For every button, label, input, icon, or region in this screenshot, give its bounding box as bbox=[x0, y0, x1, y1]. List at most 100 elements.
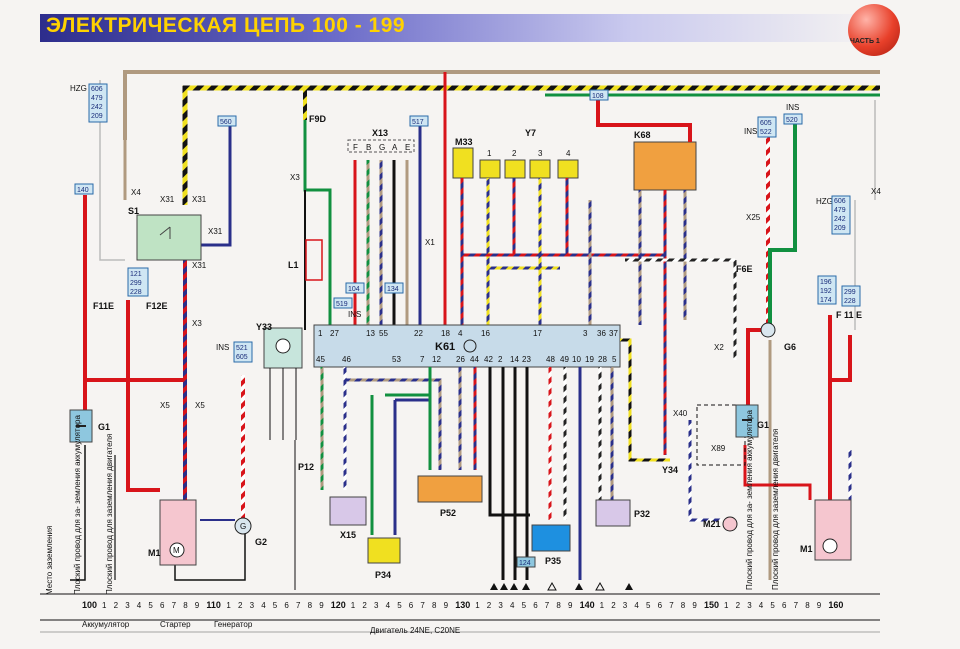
scale-minor: 4 bbox=[261, 601, 266, 610]
x89: X89 bbox=[711, 444, 726, 453]
ins-519-label: INS bbox=[348, 310, 361, 319]
section-generator: Генератор bbox=[214, 620, 253, 629]
tag-560: 560 bbox=[220, 119, 232, 126]
scale-minor: 1 bbox=[600, 601, 605, 610]
svg-text:M: M bbox=[173, 546, 180, 555]
scale-minor: 7 bbox=[545, 601, 550, 610]
s1-label: S1 bbox=[128, 206, 139, 216]
scale-minor: 6 bbox=[782, 601, 787, 610]
y34-label: Y34 bbox=[662, 465, 678, 475]
hzg-left-label: HZG bbox=[70, 84, 87, 93]
g6-label: G6 bbox=[784, 342, 796, 352]
tag-517: 517 bbox=[412, 119, 424, 126]
scale-minor: 4 bbox=[510, 601, 515, 610]
tag-242-right: 242 bbox=[834, 216, 846, 223]
x25: X25 bbox=[746, 213, 761, 222]
tag-299: 299 bbox=[130, 280, 142, 287]
k61-lower-wires bbox=[320, 258, 735, 580]
scale-major: 100 bbox=[82, 600, 97, 610]
scale-minor: 5 bbox=[646, 601, 651, 610]
x31-c: X31 bbox=[208, 227, 223, 236]
scale-minor: 4 bbox=[759, 601, 764, 610]
svg-text:G: G bbox=[240, 522, 246, 531]
y7-pin: 2 bbox=[512, 149, 517, 158]
ins-right-label: INS bbox=[744, 127, 757, 136]
k61-top-pin: 16 bbox=[481, 329, 490, 338]
scale-minor: 7 bbox=[172, 601, 177, 610]
top-bus-wires bbox=[123, 70, 880, 325]
k61-bottom-pin: 45 bbox=[316, 355, 325, 364]
section-starter: Стартер bbox=[160, 620, 191, 629]
tag-242: 242 bbox=[91, 104, 103, 111]
k61-bottom-pin: 12 bbox=[432, 355, 441, 364]
lower-components: X15 P12 P34 P52 P35 P32 Y34 124 bbox=[298, 462, 678, 580]
scale-minor: 6 bbox=[160, 601, 165, 610]
scale-minor: 4 bbox=[386, 601, 391, 610]
tag-140: 140 bbox=[77, 187, 89, 194]
x31-b: X31 bbox=[192, 195, 207, 204]
s1-switch: S1 bbox=[128, 206, 202, 261]
k61-top-pin: 37 bbox=[609, 329, 618, 338]
scale-minor: 3 bbox=[498, 601, 503, 610]
scale-minor: 3 bbox=[250, 601, 255, 610]
wire-tags: HZG 606 479 242 209 140 560 517 108 INS … bbox=[70, 83, 861, 363]
m1-right-label: M1 bbox=[800, 544, 813, 554]
k61-bottom-pin: 5 bbox=[612, 355, 617, 364]
scale-minor: 7 bbox=[296, 601, 301, 610]
x13-label: X13 bbox=[372, 128, 388, 138]
scale-minor: 7 bbox=[669, 601, 674, 610]
tag-479-right: 479 bbox=[834, 207, 846, 214]
y7-pin: 3 bbox=[538, 149, 543, 158]
k61-bottom-pin: 48 bbox=[546, 355, 555, 364]
scale-minor: 9 bbox=[444, 601, 449, 610]
p34-label: P34 bbox=[375, 570, 391, 580]
section-battery: Аккумулятор bbox=[82, 620, 130, 629]
page-title: ЭЛЕКТРИЧЕСКАЯ ЦЕПЬ 100 - 199 bbox=[46, 14, 406, 37]
k61-bottom-pin: 28 bbox=[598, 355, 607, 364]
scale-minor: 2 bbox=[736, 601, 741, 610]
x40: X40 bbox=[673, 409, 688, 418]
tag-228-right: 228 bbox=[844, 298, 856, 305]
m21-label: M21 bbox=[703, 519, 721, 529]
scale-minor: 1 bbox=[226, 601, 231, 610]
k61-top-pin: 55 bbox=[379, 329, 388, 338]
x31-a: X31 bbox=[160, 195, 175, 204]
x13-pin: F bbox=[353, 143, 358, 152]
y33-label: Y33 bbox=[256, 322, 272, 332]
note-flat-wire-battery-right: Плоский провод для за- земления аккумуля… bbox=[745, 410, 754, 590]
tag-519: 519 bbox=[336, 301, 348, 308]
note-flat-wire-engine-right: Плоский провод для заземления двигателя bbox=[771, 429, 780, 590]
fuse-labels: F9D F11E F12E X13 bbox=[93, 114, 388, 311]
k61-bottom-pin: 26 bbox=[456, 355, 465, 364]
tag-228: 228 bbox=[130, 289, 142, 296]
x3-b: X3 bbox=[290, 173, 300, 182]
x13-pin: A bbox=[392, 143, 398, 152]
left-circuit bbox=[70, 80, 246, 581]
scale-minor: 1 bbox=[351, 601, 356, 610]
tag-209: 209 bbox=[91, 113, 103, 120]
x31-d: X31 bbox=[192, 261, 207, 270]
scale-minor: 8 bbox=[432, 601, 437, 610]
scale-minor: 2 bbox=[114, 601, 119, 610]
tag-134: 134 bbox=[387, 286, 399, 293]
k61-bottom-pin: 7 bbox=[420, 355, 425, 364]
right-circuit: G1 M21 G6 M1 F6E F 11 E bbox=[688, 100, 876, 580]
g1-right-label: G1 bbox=[757, 420, 769, 430]
scale-minor: 5 bbox=[770, 601, 775, 610]
hzg-right-label: HZG bbox=[816, 197, 833, 206]
tag-522: 522 bbox=[760, 129, 772, 136]
tag-121: 121 bbox=[130, 271, 142, 278]
k61-bottom-pin: 46 bbox=[342, 355, 351, 364]
y7-pin: 1 bbox=[487, 149, 492, 158]
tag-174: 174 bbox=[820, 297, 832, 304]
scale-minor: 2 bbox=[611, 601, 616, 610]
scale-minor: 3 bbox=[374, 601, 379, 610]
k61-top-pin: 22 bbox=[414, 329, 423, 338]
scale-minor: 8 bbox=[681, 601, 686, 610]
k61-bottom-pin: 49 bbox=[560, 355, 569, 364]
k61-top-pin: 13 bbox=[366, 329, 375, 338]
m33-label: M33 bbox=[455, 137, 473, 147]
scale-minor: 5 bbox=[148, 601, 153, 610]
